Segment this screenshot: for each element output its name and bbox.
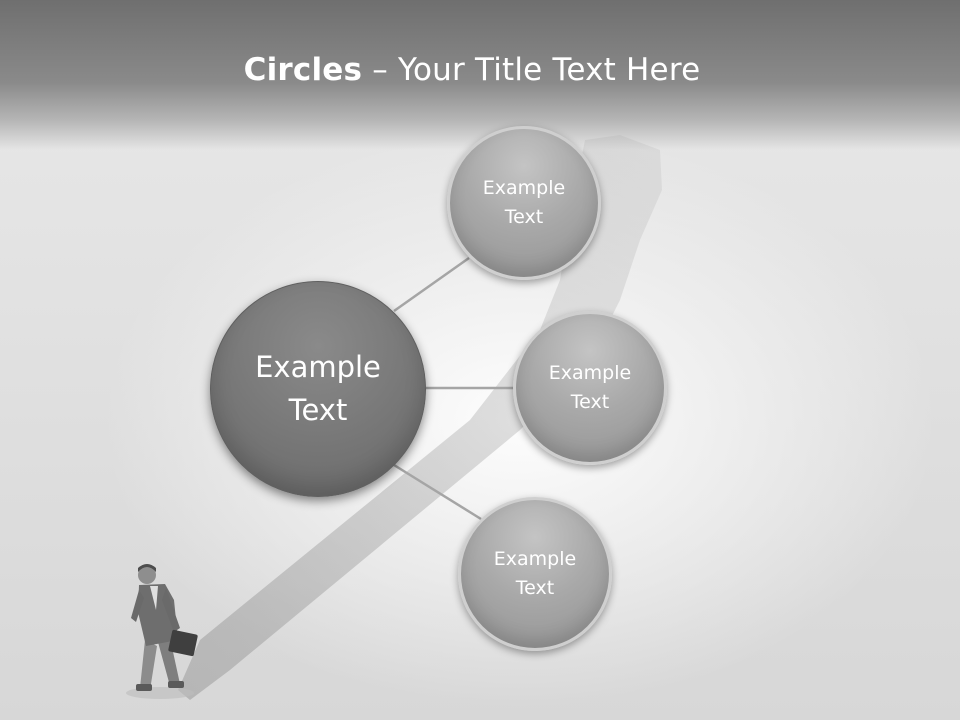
circle-top-label: Example Text — [482, 176, 566, 228]
title-band — [0, 0, 960, 150]
circle-bottom-label: Example Text — [493, 547, 577, 599]
businessman-shadow — [178, 135, 662, 700]
main-circle-label: Example Text — [255, 349, 381, 428]
circle-middle[interactable]: Example Text — [513, 311, 667, 465]
title-rest: – Your Title Text Here — [362, 52, 701, 88]
businessman-icon — [126, 564, 198, 699]
connector-line-bottom — [393, 463, 482, 521]
circle-middle-label: Example Text — [548, 361, 632, 413]
circle-top[interactable]: Example Text — [447, 126, 601, 280]
circle-bottom[interactable]: Example Text — [458, 497, 612, 651]
slide-title: Circles – Your Title Text Here — [0, 52, 944, 88]
main-circle[interactable]: Example Text — [210, 281, 426, 497]
connector-line-top — [393, 256, 470, 313]
title-bold: Circles — [243, 52, 363, 88]
